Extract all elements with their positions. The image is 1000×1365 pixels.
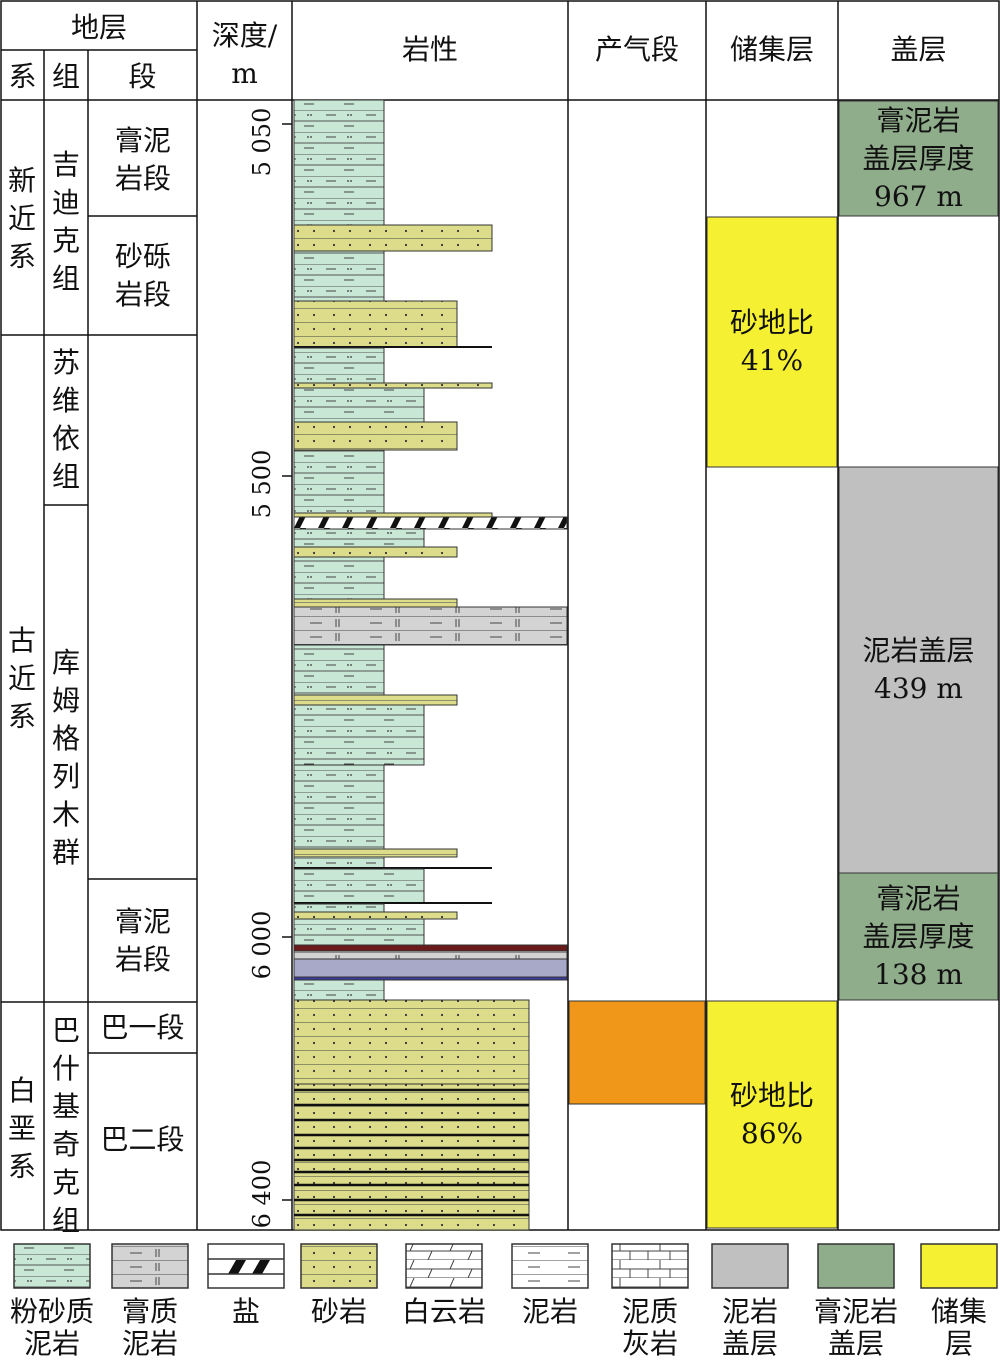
legend-label-reservoir: 储集 层 <box>930 1295 987 1360</box>
group-suweiyi: 苏维依组 <box>51 346 80 493</box>
header-system: 系 <box>8 60 37 93</box>
legend-label-gypsum-mudstone: 膏质 泥岩 <box>121 1295 178 1360</box>
depth-label-5050: 5 050 <box>248 107 276 177</box>
group-bashijiqike: 巴什基奇克组 <box>51 1014 80 1237</box>
cap-label-1: 膏泥岩 盖层厚度 967 m <box>862 103 975 213</box>
legend-label-sandstone: 砂岩 <box>310 1295 367 1328</box>
group-kumugeliemu: 库姆格列木群 <box>51 646 80 869</box>
system-neogene: 新近系 <box>7 164 36 273</box>
header-formation: 地层 <box>70 11 127 44</box>
header-group: 组 <box>51 60 80 93</box>
member-ba-1: 巴一段 <box>100 1011 185 1044</box>
depth-label-5500: 5 500 <box>248 449 276 519</box>
system-cretaceous: 白垩系 <box>7 1074 36 1183</box>
depth-tick-marks <box>282 123 292 1201</box>
legend-label-mudstone: 泥岩 <box>521 1295 578 1328</box>
gas-interval-bar <box>568 1000 706 1105</box>
cap-label-3: 膏泥岩 盖层厚度 138 m <box>862 881 975 991</box>
header-depth-unit: m <box>231 57 258 90</box>
reservoir-label-2: 砂地比 86% <box>729 1078 814 1150</box>
group-jidike: 吉迪克组 <box>51 148 80 295</box>
header-lithology: 岩性 <box>401 33 458 66</box>
legend-label-silty-mudstone: 粉砂质 泥岩 <box>9 1295 94 1360</box>
legend-label-mudstone-caprock: 泥岩 盖层 <box>721 1295 778 1360</box>
header-gas-interval: 产气段 <box>594 33 679 66</box>
header-depth: 深度/ <box>211 19 278 52</box>
cap-box-1 <box>838 100 999 217</box>
reservoir-label-1: 砂地比 41% <box>729 306 814 377</box>
depth-label-6400: 6 400 <box>248 1159 276 1229</box>
system-paleogene: 古近系 <box>7 624 36 733</box>
header-reservoir: 储集层 <box>729 33 814 66</box>
legend-icons <box>13 1243 998 1289</box>
cap-box-2 <box>838 466 999 874</box>
legend-label-gypsum-mudstone-caprock: 膏泥岩 盖层 <box>813 1295 898 1360</box>
legend-label-argillaceous-limestone: 泥质 灰岩 <box>621 1295 678 1360</box>
header-caprock: 盖层 <box>890 33 947 66</box>
legend-label-dolomite: 白云岩 <box>401 1295 486 1328</box>
member-ba-2: 巴二段 <box>100 1123 185 1156</box>
cap-label-2: 泥岩盖层 439 m <box>862 634 975 705</box>
member-glutenite: 砂砾岩段 <box>114 240 171 311</box>
member-gypsum-mudstone-1: 膏泥岩段 <box>114 124 171 195</box>
legend-label-salt: 盐 <box>231 1295 260 1328</box>
header-member: 段 <box>128 60 157 93</box>
depth-label-6000: 6 000 <box>248 910 276 980</box>
cap-box-3 <box>838 872 999 1001</box>
lithology-column <box>293 99 568 1231</box>
member-gypsum-mudstone-2: 膏泥岩段 <box>114 905 171 976</box>
reservoir-box-1 <box>706 216 838 468</box>
reservoir-box-2 <box>706 1000 838 1229</box>
